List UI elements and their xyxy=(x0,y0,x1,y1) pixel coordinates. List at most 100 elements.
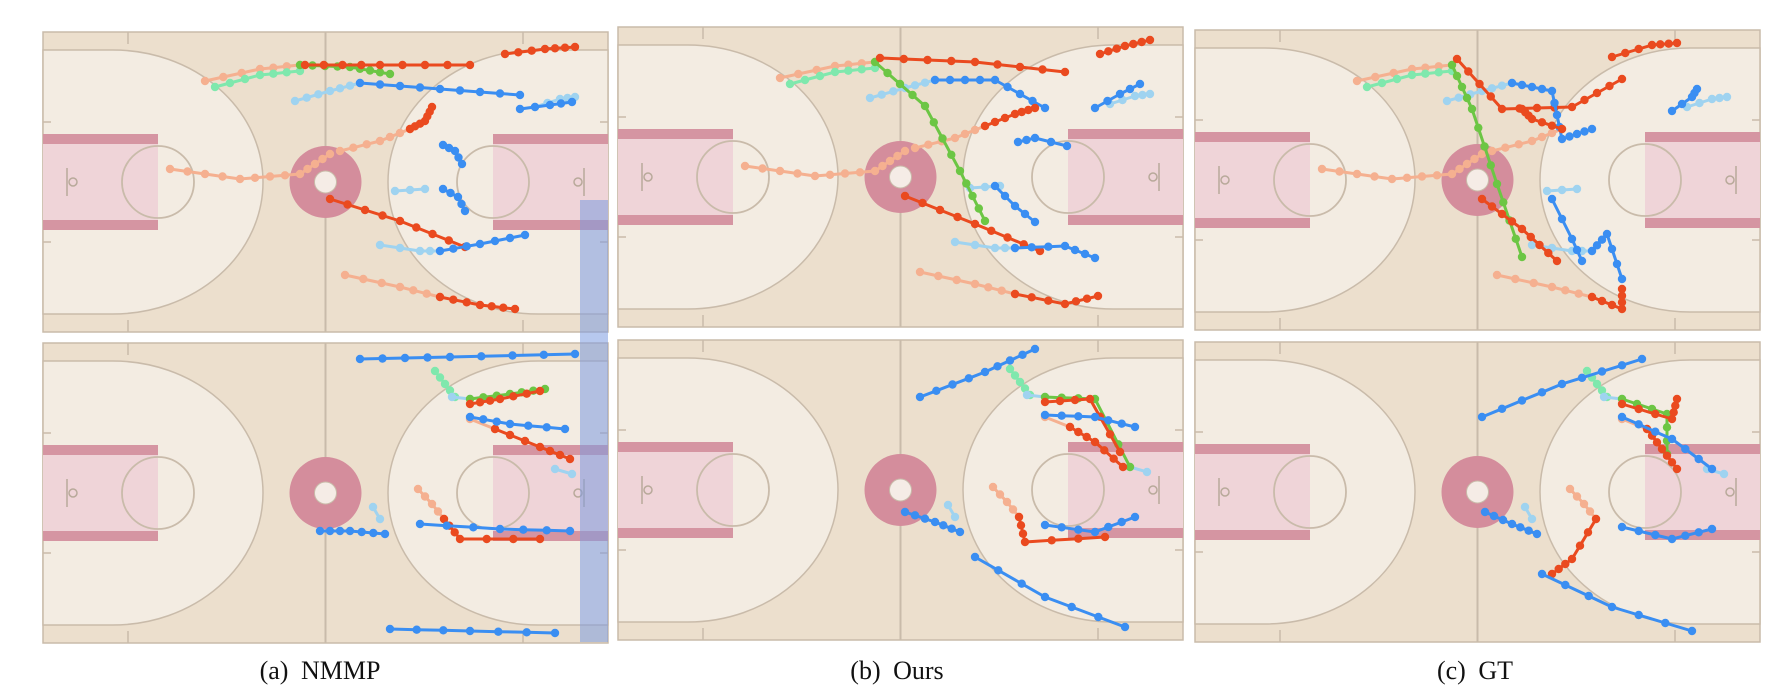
offense-future-point xyxy=(1044,296,1053,305)
defense-future-point xyxy=(508,351,517,360)
defense-future-point xyxy=(556,99,566,108)
hoop-left xyxy=(1220,487,1230,497)
offense-history-point xyxy=(318,154,327,164)
offense-future-point xyxy=(1672,38,1682,48)
offense-future-point xyxy=(1120,41,1130,51)
offense-future-point xyxy=(1082,432,1091,442)
ball-future-point xyxy=(1462,93,1472,103)
defense-future-point xyxy=(939,521,948,530)
defense-history-point xyxy=(1572,184,1582,194)
offense-future-point xyxy=(439,514,449,524)
free-throw-circle-right xyxy=(456,145,530,219)
offense-history-point xyxy=(269,63,278,72)
ball-future-point xyxy=(895,79,905,89)
offense-future-point xyxy=(343,200,352,209)
offense-history-point xyxy=(359,274,368,284)
offense-future-point xyxy=(1517,224,1527,234)
offense-future-point xyxy=(1567,554,1577,564)
defense-history-point xyxy=(567,469,577,479)
ball-history-point xyxy=(295,66,305,76)
defense-history-point xyxy=(1707,94,1717,104)
offense-future-point xyxy=(1047,536,1056,545)
defense-future-point xyxy=(947,524,956,533)
defense-future-point xyxy=(1028,96,1037,106)
offense-history-point xyxy=(1572,492,1582,501)
defense-future-point xyxy=(520,230,530,240)
defense-future-point xyxy=(1612,259,1622,269)
defense-future-point xyxy=(479,415,488,424)
offense-history-point xyxy=(1511,274,1520,284)
defense-history-point xyxy=(550,464,560,474)
offense-future-point xyxy=(535,442,545,452)
offense-history-point xyxy=(793,169,802,178)
offense-future-point xyxy=(1607,300,1617,310)
paint-band-right-bottom xyxy=(1645,530,1760,540)
offense-future-point xyxy=(1535,240,1544,250)
offense-history-point xyxy=(1462,159,1472,169)
defense-future-point xyxy=(960,75,970,85)
paint-band-left-bottom xyxy=(1195,530,1310,540)
defense-future-point xyxy=(1547,86,1557,96)
defense-future-point xyxy=(1667,534,1677,544)
offense-future-point xyxy=(1587,292,1597,302)
defense-history-point xyxy=(1695,98,1704,108)
defense-future-point xyxy=(945,75,955,85)
defense-future-point xyxy=(1707,464,1717,474)
offense-history xyxy=(1317,149,1487,184)
defense-history-point xyxy=(415,246,425,256)
paint-band-right-bottom xyxy=(1068,528,1183,538)
ball-history xyxy=(1005,364,1035,400)
free-throw-circle-left xyxy=(121,456,195,530)
offense-future-point xyxy=(300,60,310,70)
offense-future-point xyxy=(1055,396,1065,406)
offense-future xyxy=(500,42,580,59)
defense-future-point xyxy=(1090,412,1100,422)
offense-future-point xyxy=(427,102,437,112)
defense-history-point xyxy=(980,182,990,192)
offense-history-point xyxy=(1477,149,1487,159)
ball-history-point xyxy=(255,70,265,80)
offense-history-point xyxy=(1470,154,1479,164)
offense-history-point xyxy=(303,164,312,174)
offense-future-point xyxy=(1452,54,1462,64)
offense-future-point xyxy=(1552,256,1562,266)
defense-future-point xyxy=(415,519,425,529)
hoop-left xyxy=(643,172,653,182)
defense-future-point xyxy=(1090,253,1100,263)
offense-future-point xyxy=(1018,529,1028,538)
defense-future-point xyxy=(1030,133,1040,143)
offense-future-point xyxy=(1105,430,1115,439)
defense-future xyxy=(438,140,467,169)
defense-future-point xyxy=(1607,602,1617,612)
ball-history-point xyxy=(1010,371,1020,380)
offense-history-line xyxy=(468,417,497,431)
offense-history-point xyxy=(844,60,853,69)
free-throw-circle-right xyxy=(1608,455,1682,529)
offense-history-point xyxy=(250,173,260,182)
offense-future-point xyxy=(899,54,908,64)
offense-history-point xyxy=(1529,278,1538,288)
offense-future-point xyxy=(1030,103,1040,113)
offense-future-point xyxy=(535,386,545,396)
caption-b-tag: (b) xyxy=(850,656,881,685)
ball-history-point xyxy=(800,75,810,85)
offense-future-point xyxy=(1085,394,1095,404)
defense-future-point xyxy=(369,528,378,538)
defense-future-point xyxy=(1094,612,1103,622)
ball-future-point xyxy=(1480,142,1489,151)
offense-history-point xyxy=(1352,169,1362,179)
defense-history-point xyxy=(877,90,886,99)
ball-history-point xyxy=(1005,364,1015,374)
offense-future-point xyxy=(509,534,518,544)
ball-history-point xyxy=(210,82,220,92)
ball-future-point xyxy=(1499,198,1508,207)
defense-future-point xyxy=(400,353,410,363)
defense-future-point xyxy=(439,626,448,635)
offense-future-point xyxy=(443,60,452,70)
paint-right xyxy=(1068,129,1183,225)
defense-future-point xyxy=(475,239,485,249)
defense-future xyxy=(970,552,1130,632)
defense-future-point xyxy=(1694,454,1703,464)
offense-future-point xyxy=(1537,118,1547,127)
defense-future-point xyxy=(1022,135,1031,145)
